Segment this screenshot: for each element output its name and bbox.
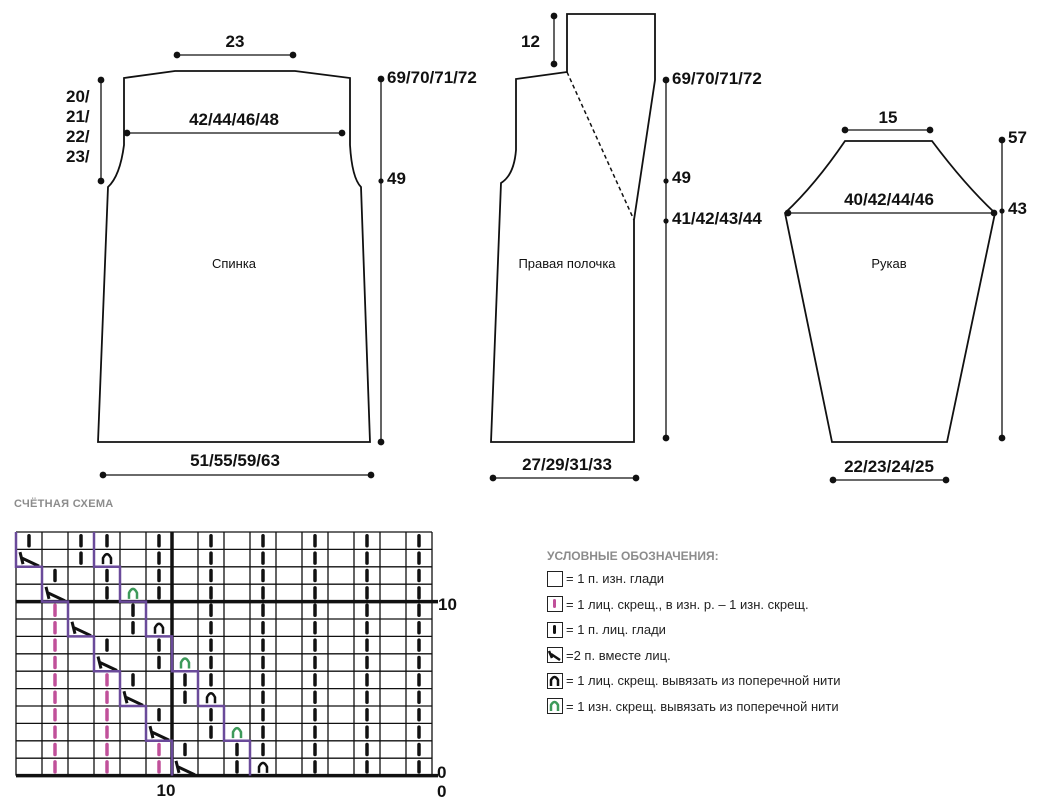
back-armhole-1: 20/ <box>66 87 90 106</box>
knitting-chart <box>14 531 438 778</box>
sleeve-top-width: 15 <box>879 108 898 127</box>
black-bar-icon <box>547 621 563 638</box>
sleeve-outline <box>784 140 996 443</box>
legend-item: = 1 п. изн. глади <box>547 566 841 592</box>
decrease-line <box>92 532 252 776</box>
legend-text: = 1 лиц. скрещ. вывязать из поперечной н… <box>566 673 841 689</box>
empty-cell-icon <box>547 570 563 587</box>
pink-bar-icon <box>547 596 563 613</box>
front-bottom-width: 27/29/31/33 <box>522 455 612 474</box>
green-arch-icon <box>127 587 139 599</box>
green-arch-icon <box>547 698 563 715</box>
chart-title: СЧЁТНАЯ СХЕМА <box>14 498 114 510</box>
decrease-line <box>14 532 174 776</box>
black-arch-icon <box>205 692 217 704</box>
black-arch-icon <box>153 622 165 634</box>
chart-col-label-10: 10 <box>157 781 176 800</box>
sleeve-total-length: 57 <box>1008 128 1027 147</box>
k2tog-icon <box>96 656 118 672</box>
front-name: Правая полочка <box>518 256 616 271</box>
front-neck-start: 41/42/43/44 <box>672 209 762 228</box>
back-name: Спинка <box>212 256 257 271</box>
black-arch-icon <box>257 761 269 773</box>
front-collar-height: 12 <box>521 32 540 51</box>
back-outline <box>97 70 371 443</box>
k2tog-icon <box>44 586 66 603</box>
legend-item: =2 п. вместе лиц. <box>547 643 841 669</box>
k2tog-icon <box>18 551 40 568</box>
back-top-width: 23 <box>226 32 245 51</box>
sleeve-length-to-cap: 43 <box>1008 199 1027 218</box>
legend-item: = 1 лиц. скрещ. вывязать из поперечной н… <box>547 668 841 694</box>
legend-text: =2 п. вместе лиц. <box>566 647 671 663</box>
back-armhole-2: 21/ <box>66 107 90 126</box>
sleeve-name: Рукав <box>871 256 906 271</box>
legend: УСЛОВНЫЕ ОБОЗНАЧЕНИЯ: = 1 п. изн. глади … <box>547 549 841 719</box>
green-arch-icon <box>179 657 191 669</box>
front-mid-length: 49 <box>672 168 691 187</box>
legend-item: = 1 изн. скрещ. вывязать из поперечной н… <box>547 694 841 720</box>
k2tog-icon <box>174 760 196 777</box>
sleeve-bottom-width: 22/23/24/25 <box>844 457 934 476</box>
back-body-length: 49 <box>387 169 406 188</box>
dim-dots <box>378 178 1005 224</box>
legend-item: = 1 лиц. скрещ., в изн. р. – 1 изн. скре… <box>547 592 841 618</box>
chart-row-label-10: 10 <box>438 595 457 614</box>
legend-text: = 1 п. лиц. глади <box>566 622 666 638</box>
back-chest-width: 42/44/46/48 <box>189 110 279 129</box>
green-arch-icon <box>231 726 243 739</box>
back-bottom-width: 51/55/59/63 <box>190 451 280 470</box>
front-outline <box>490 13 656 443</box>
front-total-length: 69/70/71/72 <box>672 69 762 88</box>
legend-text: = 1 п. изн. глади <box>566 571 665 587</box>
back-total-length: 69/70/71/72 <box>387 68 477 87</box>
legend-text: = 1 изн. скрещ. вывязать из поперечной н… <box>566 698 839 714</box>
front-neck-dashed <box>566 71 635 221</box>
sleeve-upper-width: 40/42/44/46 <box>844 190 934 209</box>
k2tog-icon <box>122 690 144 707</box>
legend-text: = 1 лиц. скрещ., в изн. р. – 1 изн. скре… <box>566 596 809 612</box>
legend-item: = 1 п. лиц. глади <box>547 617 841 643</box>
k2tog-icon <box>70 621 92 638</box>
back-armhole-3: 22/ <box>66 127 90 146</box>
k2tog-icon <box>547 647 563 664</box>
black-arch-icon <box>547 672 563 689</box>
back-armhole-4: 23/ <box>66 147 90 166</box>
legend-title: УСЛОВНЫЕ ОБОЗНАЧЕНИЯ: <box>547 549 719 563</box>
black-arch-icon <box>101 552 113 565</box>
chart-col-label-0: 0 <box>437 782 446 801</box>
chart-row-label-0: 0 <box>437 763 446 782</box>
k2tog-icon <box>148 725 170 742</box>
